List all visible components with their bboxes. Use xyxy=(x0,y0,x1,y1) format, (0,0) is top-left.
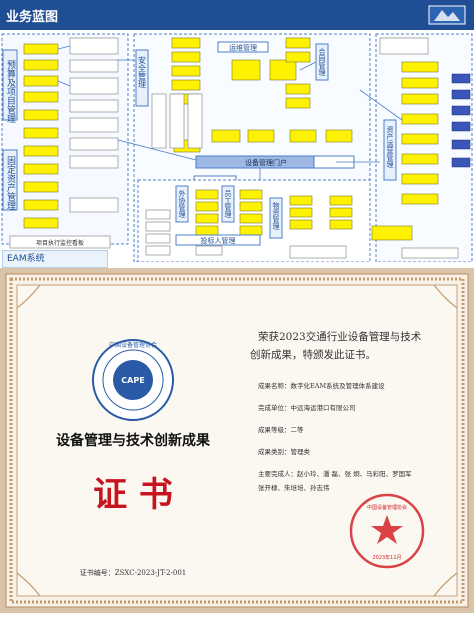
certificate-big-label: 证 书 xyxy=(93,475,173,515)
award-line-1: 荣获2023交通行业设备管理与技术 xyxy=(258,330,422,343)
logo-icon xyxy=(428,5,466,25)
field-grade: 成果等级：二等 xyxy=(258,425,304,434)
group-label-material: 物资管理 xyxy=(272,201,280,230)
stamp-date: 2023年11月 xyxy=(372,554,401,561)
group-label-budget: 预算及项目管理 xyxy=(5,60,16,123)
field-main-contributors: 主要完成人：赵小玲、潘 磊、张 炯、马彩阳、罗国军 xyxy=(258,469,412,478)
page-header: 业务蓝图 xyxy=(0,0,474,30)
blueprint-svg: 预算及项目管理 固定资产管理 项目执行监控看板 安全管理 xyxy=(0,30,474,263)
field-completing-unit: 完成单位：中远海运港口有限公司 xyxy=(258,403,356,412)
group-label-outsourcing: 外协管理 xyxy=(178,189,186,218)
certificate: CAPE 中国设备管理协会 设备管理与技术创新成果 证 书 证书编号：ZSXC-… xyxy=(0,268,474,613)
bottom-label: 投标人管理 xyxy=(201,236,236,245)
group-label-ops: 运维管理 xyxy=(229,43,257,52)
center-bar-label: 设备管理门户 xyxy=(245,158,287,167)
field-category: 成果类别：管理类 xyxy=(258,447,311,456)
field-main-contributors-cont: 张开棣、朱培培、孙志伟 xyxy=(258,483,330,492)
group-label-contract: 合同管理 xyxy=(318,47,326,76)
bottom-left-label: 项目执行监控看板 xyxy=(36,239,84,247)
red-stamp: 中国设备管理协会 2023年11月 xyxy=(349,493,425,569)
association-seal: CAPE 中国设备管理协会 xyxy=(92,339,174,421)
seal-abbr: CAPE xyxy=(121,376,144,385)
certificate-main-title: 设备管理与技术创新成果 xyxy=(56,432,211,449)
field-achievement-name: 成果名称：数字化EAM系统及管理体系建设 xyxy=(258,381,385,390)
group-label-fixed-asset: 固定资产管理 xyxy=(5,156,16,210)
group-label-asset-ops: 资产运营管理 xyxy=(386,125,394,168)
seal-text: 中国设备管理协会 xyxy=(109,341,157,349)
stamp-text: 中国设备管理协会 xyxy=(367,504,407,511)
group-label-staff: 员工管理 xyxy=(224,190,232,218)
business-blueprint-diagram: 预算及项目管理 固定资产管理 项目执行监控看板 安全管理 xyxy=(0,30,474,263)
page-title: 业务蓝图 xyxy=(6,10,59,25)
certificate-svg: CAPE 中国设备管理协会 设备管理与技术创新成果 证 书 证书编号：ZSXC-… xyxy=(0,268,474,613)
group-label-safety: 安全管理 xyxy=(138,55,147,88)
eam-system-tag: EAM系统 xyxy=(2,250,108,268)
certificate-number: 证书编号：ZSXC-2023-JT-2-001 xyxy=(80,568,187,577)
award-line-2: 创新成果，特颁发此证书。 xyxy=(250,348,376,361)
